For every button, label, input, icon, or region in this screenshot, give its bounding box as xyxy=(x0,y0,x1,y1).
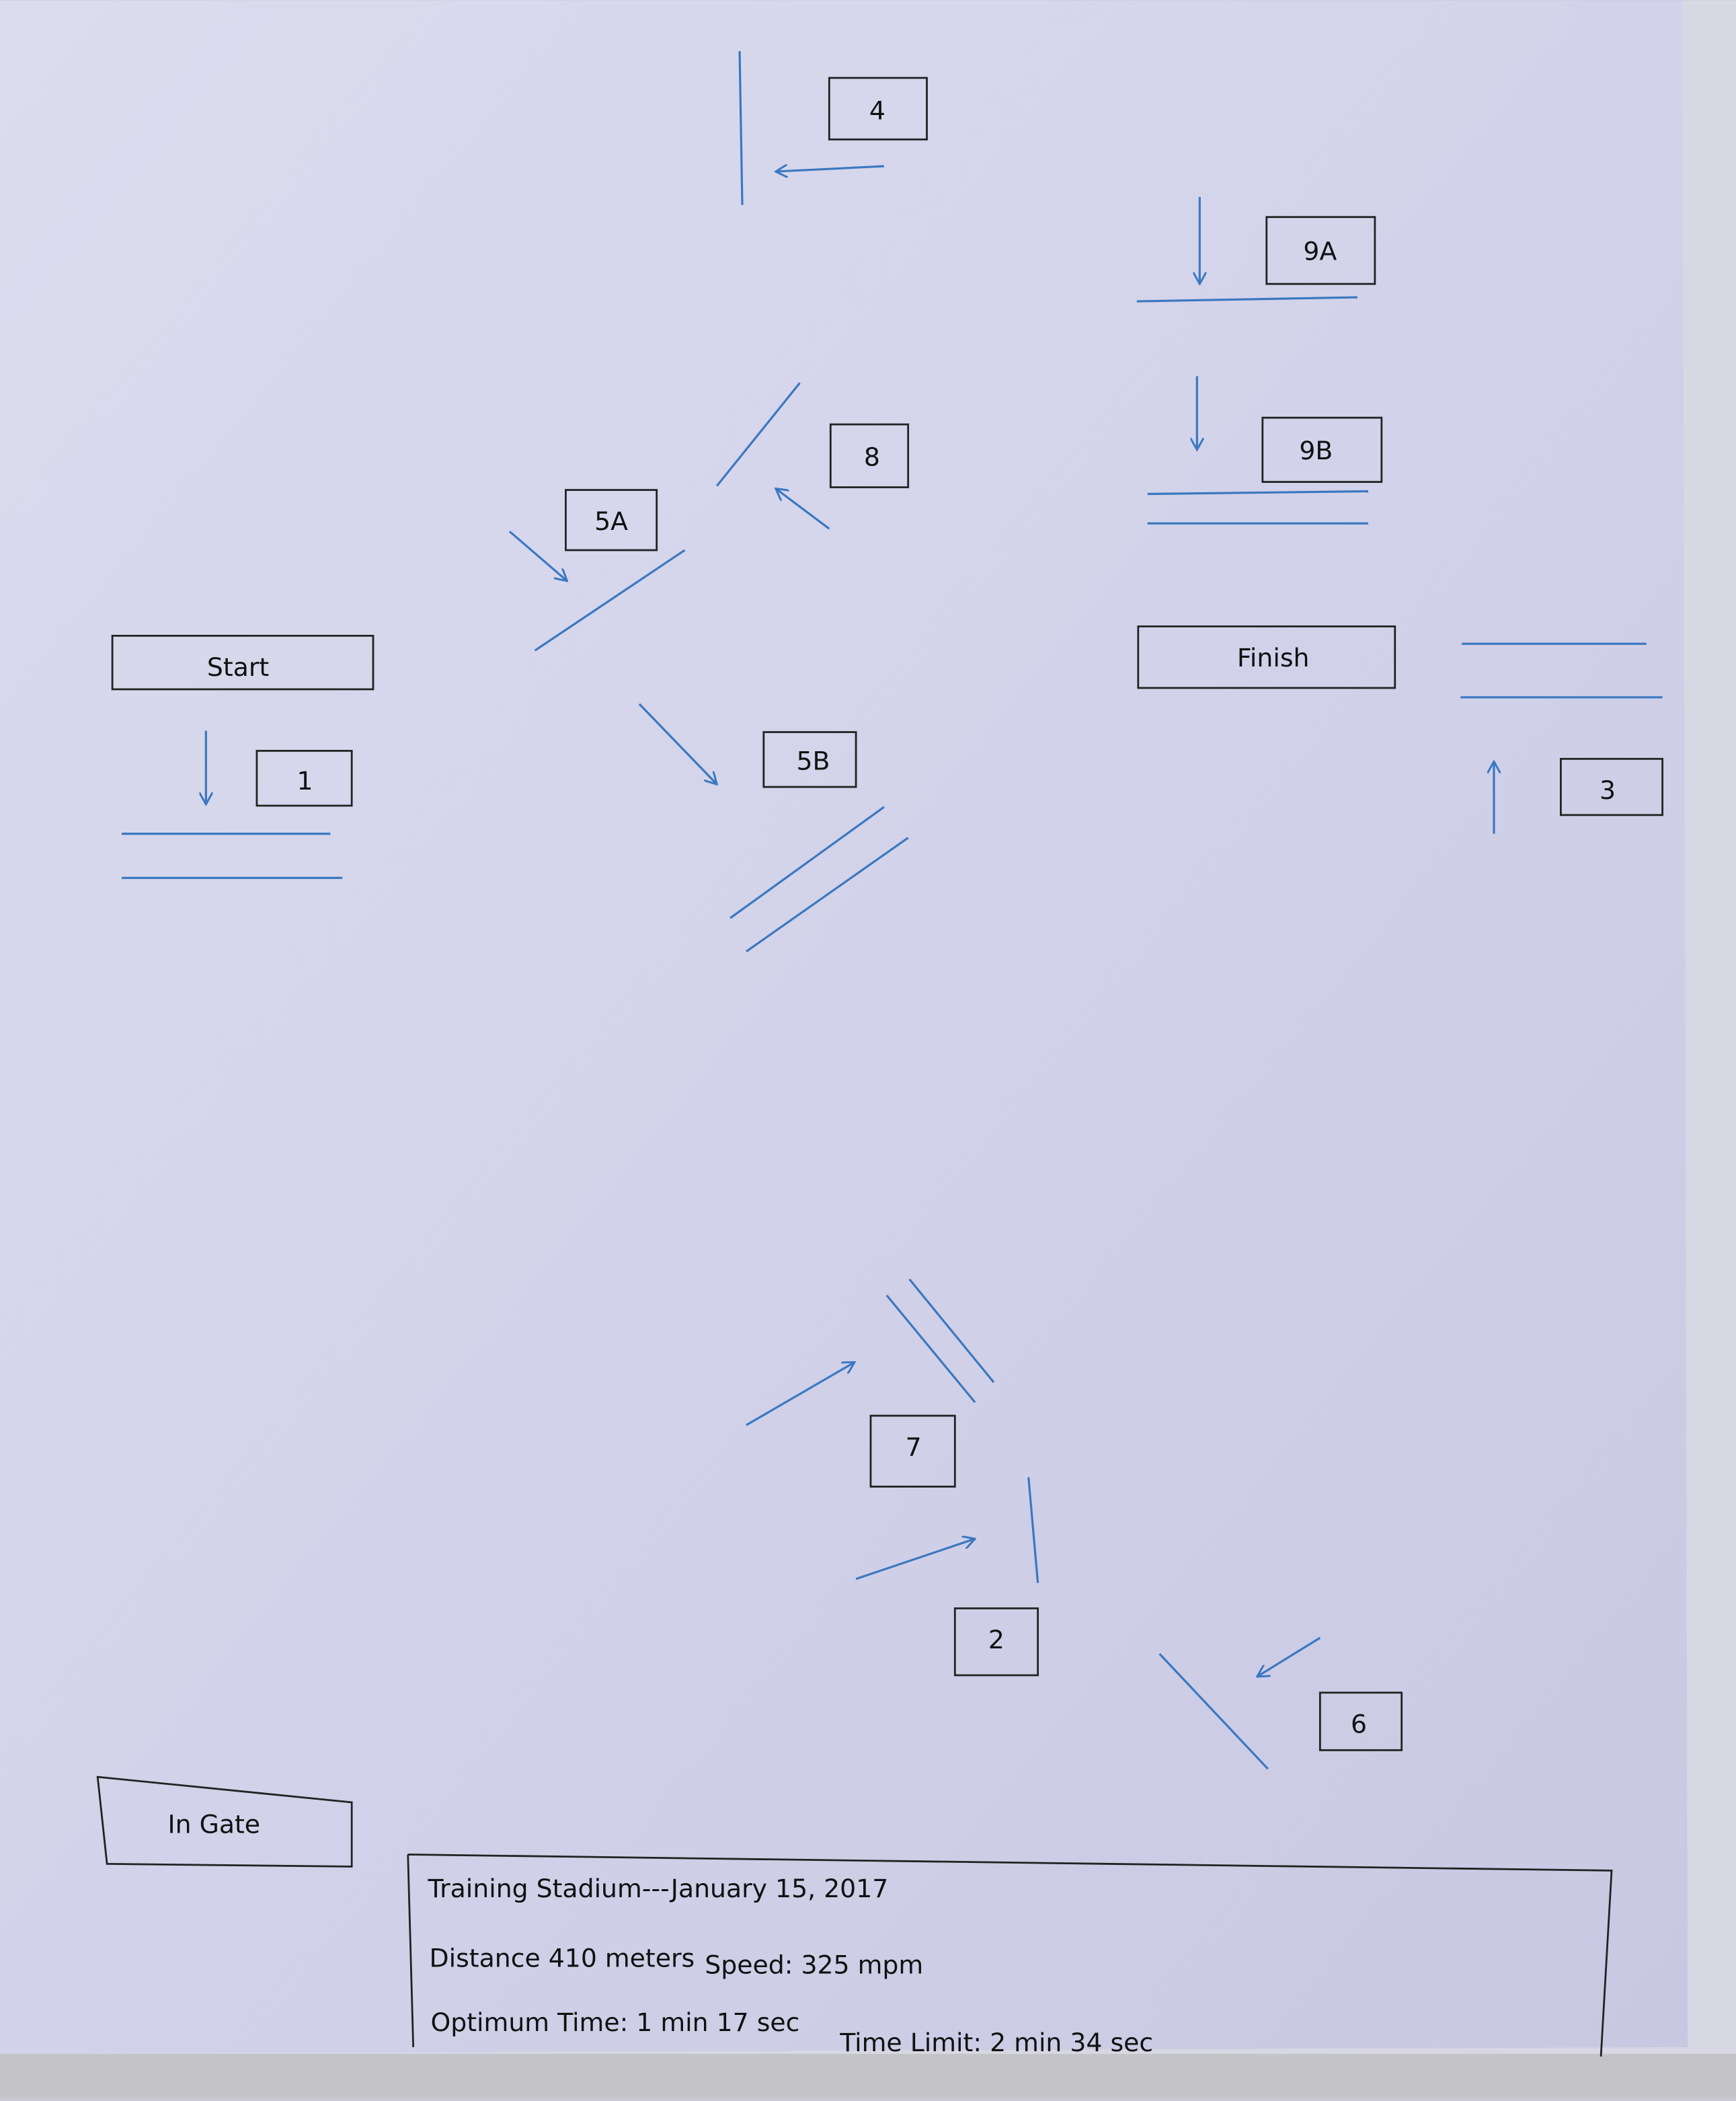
info-speed: Speed: 325 mpm xyxy=(705,1950,923,1980)
fence-5b-pole xyxy=(746,837,909,953)
fence-label-9a: 9A xyxy=(1303,236,1337,266)
fence-label-6: 6 xyxy=(1351,1709,1367,1739)
fence-label-1: 1 xyxy=(297,766,313,796)
fence-label-3: 3 xyxy=(1600,775,1616,805)
fence-label-5b: 5B xyxy=(796,746,830,775)
fence-4-arrow-icon xyxy=(776,166,884,171)
fence-8-pole xyxy=(715,382,801,487)
fence-6-arrow-icon xyxy=(1257,1636,1321,1677)
fence-label-7: 7 xyxy=(906,1432,922,1462)
fence-label-2: 2 xyxy=(988,1625,1004,1654)
fence-7-arrow-icon xyxy=(746,1362,855,1426)
finish-label: Finish xyxy=(1237,643,1310,673)
fence-label-9b: 9B xyxy=(1299,436,1333,465)
course-info-box: Training Stadium---January 15, 2017 Dist… xyxy=(428,1874,1154,2057)
fence-5b-arrow-icon xyxy=(638,703,717,784)
fence-9b-pole xyxy=(1147,490,1368,496)
fence-label-5a: 5A xyxy=(594,506,628,536)
info-distance: Distance 410 meters xyxy=(430,1944,695,1973)
fence-7-pole xyxy=(908,1278,995,1383)
label-boxes xyxy=(96,77,1663,2057)
fence-lines xyxy=(122,51,1663,1770)
fence-label-8: 8 xyxy=(864,443,880,472)
start-label: Start xyxy=(207,652,269,682)
fence-7-pole xyxy=(885,1295,976,1404)
fence-8-arrow-icon xyxy=(776,489,830,530)
fence-5b-pole xyxy=(729,806,885,919)
fence-label-4: 4 xyxy=(869,96,885,125)
table-edge xyxy=(0,2053,1736,2098)
fence-2-arrow-icon xyxy=(855,1539,975,1580)
fence-5a-arrow-icon xyxy=(508,530,567,581)
info-title: Training Stadium---January 15, 2017 xyxy=(428,1874,889,1903)
info-optimum-time: Optimum Time: 1 min 17 sec xyxy=(431,2008,800,2037)
fence-numbers: 4 9A 8 9B 5A Start Finish 1 5B 3 7 2 6 I… xyxy=(167,96,1616,1839)
info-time-limit: Time Limit: 2 min 34 sec xyxy=(839,2028,1153,2057)
fence-4-pole xyxy=(738,51,744,205)
in-gate-label: In Gate xyxy=(167,1810,260,1839)
fence-2-pole xyxy=(1027,1477,1039,1583)
paper-sheet xyxy=(0,0,1688,2054)
fence-9a-pole xyxy=(1136,296,1358,303)
fence-6-pole xyxy=(1158,1653,1269,1770)
fence-5a-pole xyxy=(534,549,686,652)
